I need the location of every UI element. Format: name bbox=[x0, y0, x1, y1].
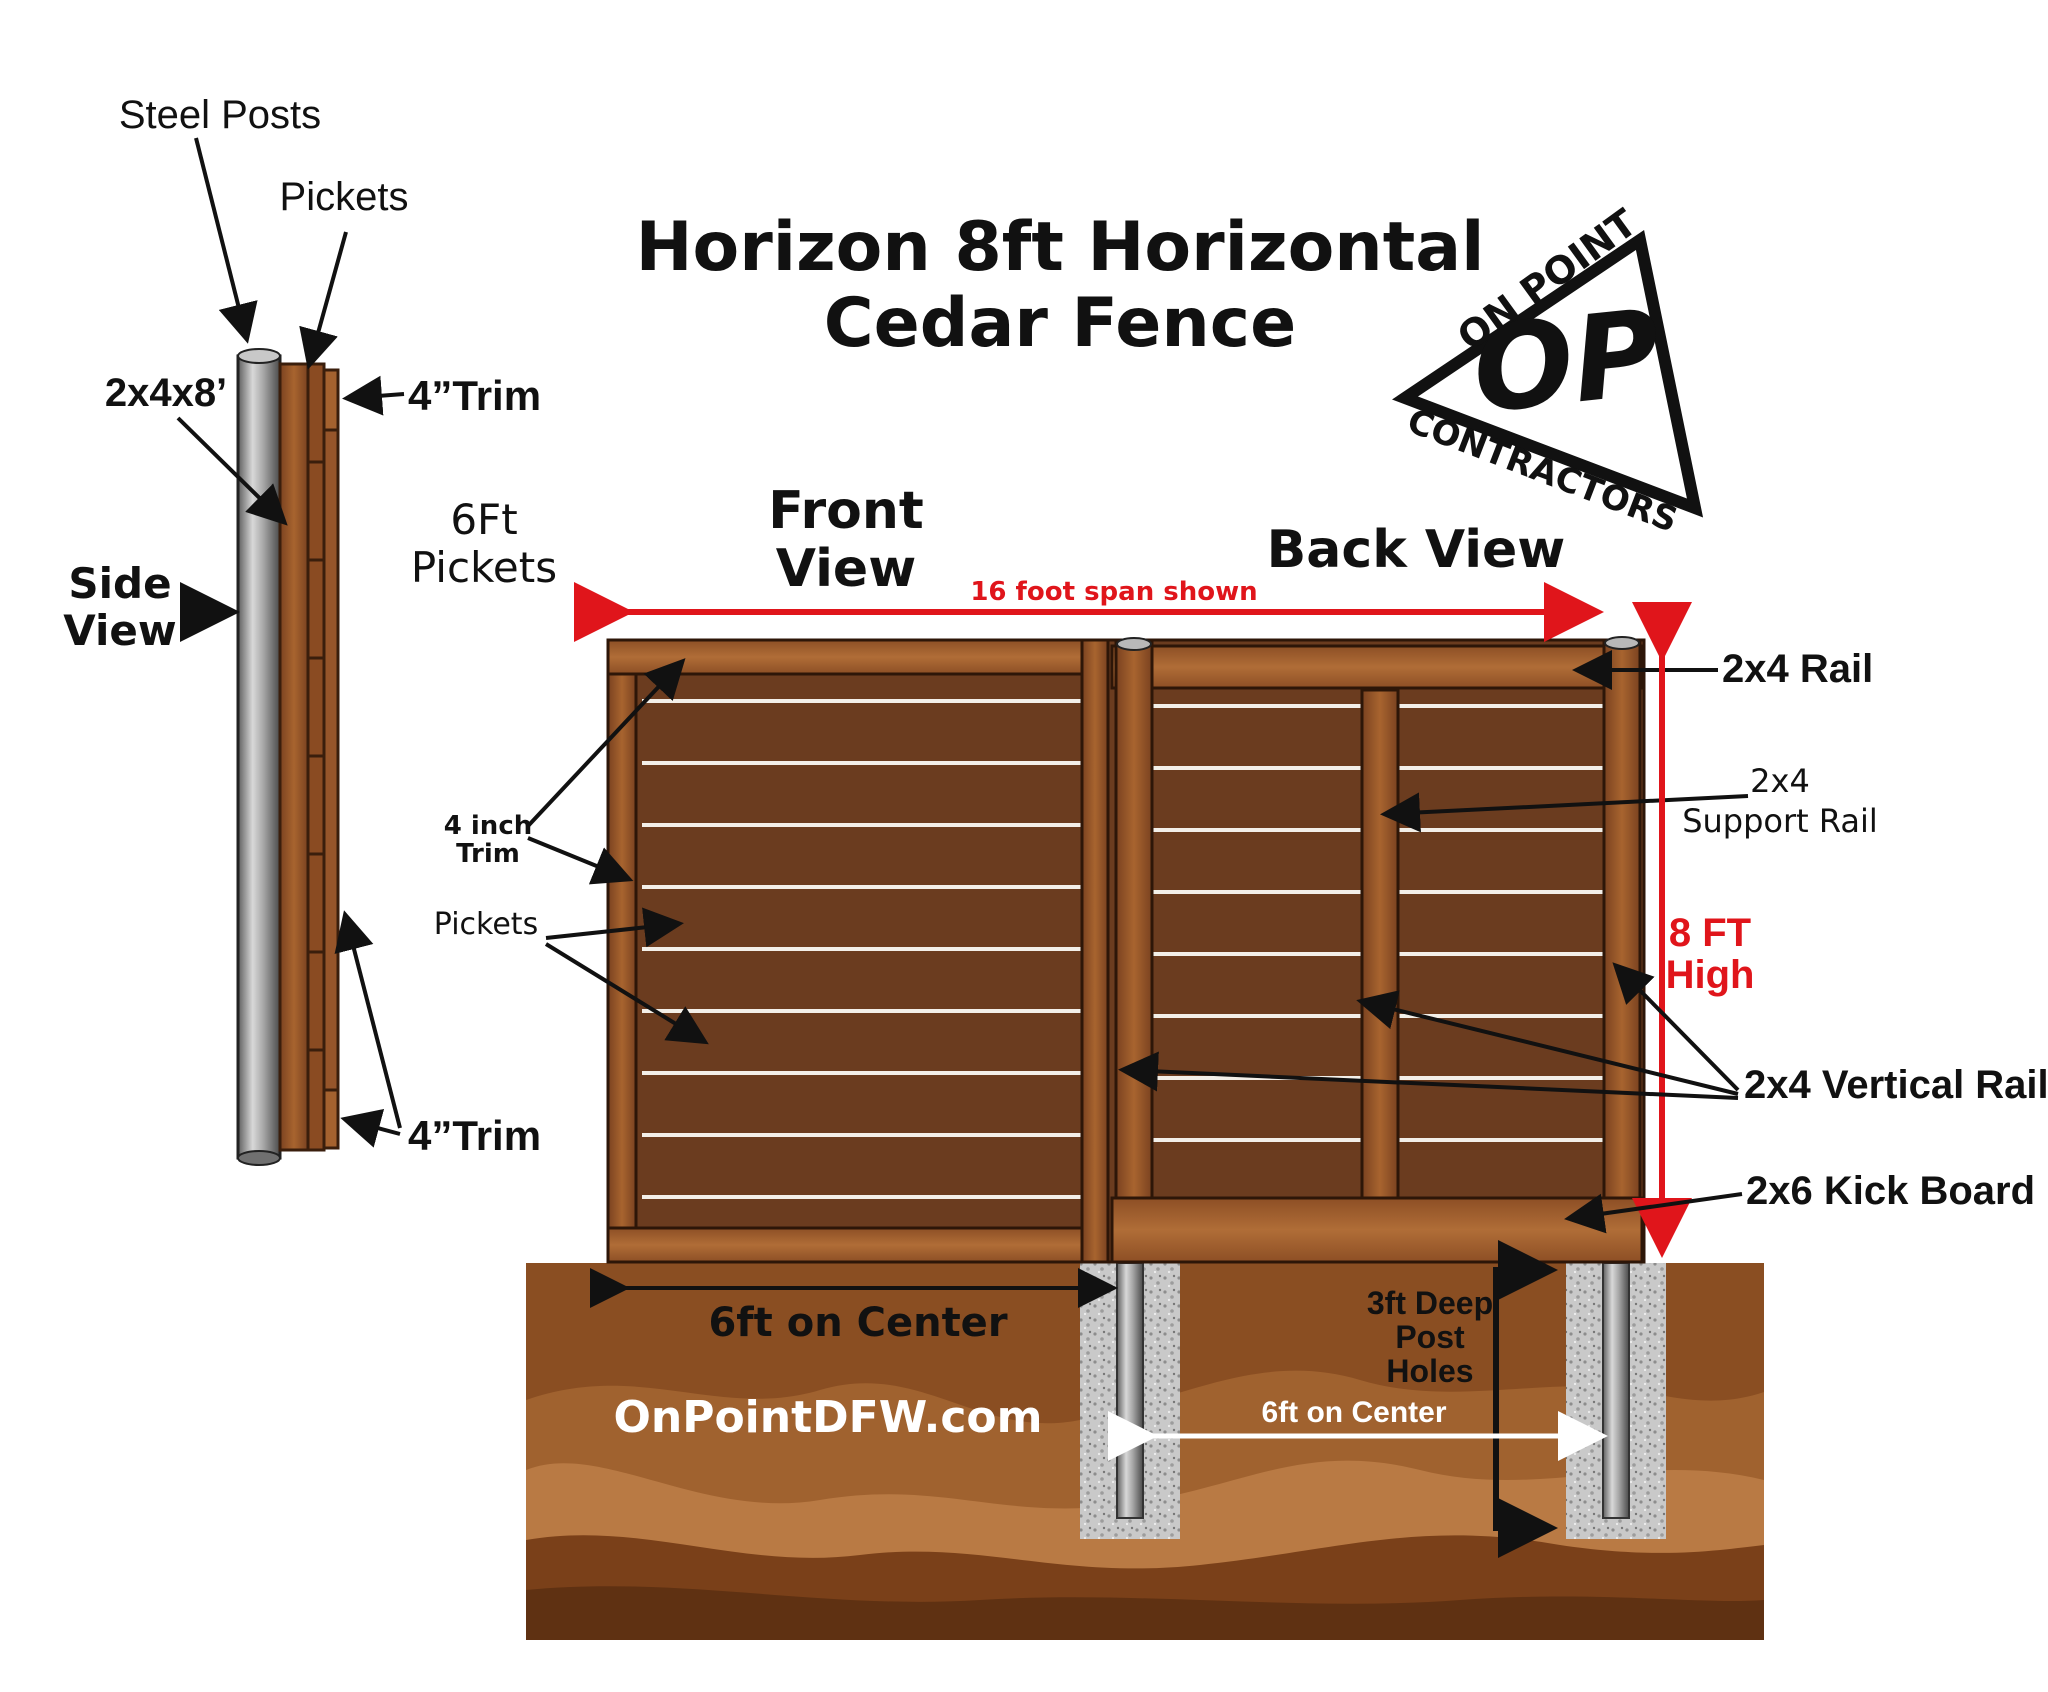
post-holes-label-line-2: Post bbox=[1395, 1319, 1465, 1355]
trim-bottom-arrow-left bbox=[340, 1109, 401, 1148]
front-pickets-arrow-1 bbox=[545, 907, 684, 948]
front-trim-arrow-top bbox=[526, 658, 686, 828]
kick-board-arrow bbox=[1564, 1192, 1743, 1234]
trim-top-label: 4”Trim bbox=[408, 372, 541, 419]
front-trim-label-line-1: 4 inch bbox=[444, 811, 533, 841]
span-label: 16 foot span shown bbox=[970, 577, 1257, 607]
trim-bottom-label: 4”Trim bbox=[408, 1112, 541, 1159]
side-view-illustration bbox=[236, 348, 340, 1166]
page-title-line-1: Horizon 8ft Horizontal bbox=[636, 208, 1485, 287]
kick-board-label: 2x6 Kick Board bbox=[1746, 1169, 2035, 1213]
support-rail-label-line-1: 2x4 bbox=[1750, 762, 1810, 800]
post-holes-label-line-3: Holes bbox=[1386, 1353, 1473, 1389]
website-label: OnPointDFW.com bbox=[613, 1392, 1042, 1443]
front-panel bbox=[606, 638, 1110, 1264]
rail-label: 2x4 Rail bbox=[1722, 647, 1873, 691]
pickets-height-line-2: Pickets bbox=[411, 543, 557, 592]
front-pickets-label: Pickets bbox=[434, 907, 538, 942]
front-pickets-arrow-2 bbox=[544, 942, 709, 1045]
side-view-label-line-1: Side bbox=[68, 559, 171, 608]
post-hole-left bbox=[1080, 1262, 1180, 1539]
rail-size-arrow bbox=[176, 416, 288, 526]
post-holes-label-line-1: 3ft Deep bbox=[1367, 1285, 1493, 1321]
pickets-side-arrow bbox=[299, 231, 348, 370]
post-hole-right bbox=[1566, 1262, 1666, 1539]
support-rail-label-line-2: Support Rail bbox=[1682, 802, 1878, 840]
back-view-label: Back View bbox=[1267, 520, 1566, 580]
front-trim-label-line-2: Trim bbox=[456, 839, 520, 869]
rail-size-label: 2x4x8’ bbox=[105, 371, 227, 415]
height-label-line-2: High bbox=[1666, 953, 1755, 997]
trim-top-arrow bbox=[342, 375, 405, 416]
front-view-label-line-2: View bbox=[776, 539, 916, 599]
pickets-height-line-1: 6Ft bbox=[450, 495, 517, 544]
steel-posts-label: Steel Posts bbox=[119, 93, 321, 137]
back-on-center-label: 6ft on Center bbox=[1261, 1396, 1446, 1429]
logo-letters: OP bbox=[1467, 283, 1667, 440]
front-trim-arrow-side bbox=[527, 836, 634, 885]
pickets-side-label: Pickets bbox=[280, 175, 409, 219]
height-label-line-1: 8 FT bbox=[1669, 911, 1751, 955]
title-block: Horizon 8ft Horizontal Cedar Fence bbox=[636, 208, 1485, 363]
front-view-label-line-1: Front bbox=[768, 481, 923, 541]
vertical-rail-arrow-2 bbox=[1356, 990, 1739, 1096]
post-depth-bracket bbox=[1493, 1240, 1558, 1558]
front-picket-gaps bbox=[642, 699, 1082, 1199]
front-on-center-label: 6ft on Center bbox=[708, 1300, 1007, 1346]
trim-bottom-arrow-up bbox=[334, 910, 402, 1129]
side-view-label-line-2: View bbox=[63, 606, 176, 655]
page-title-line-2: Cedar Fence bbox=[824, 284, 1296, 363]
vertical-rail-arrow-1 bbox=[1612, 962, 1740, 1092]
back-panel bbox=[1106, 636, 1646, 1264]
vertical-rail-arrow-3 bbox=[1118, 1051, 1739, 1100]
side-picket-edges bbox=[308, 460, 324, 1052]
vertical-rail-label: 2x4 Vertical Rail bbox=[1744, 1063, 2048, 1107]
steel-posts-arrow bbox=[194, 137, 258, 344]
